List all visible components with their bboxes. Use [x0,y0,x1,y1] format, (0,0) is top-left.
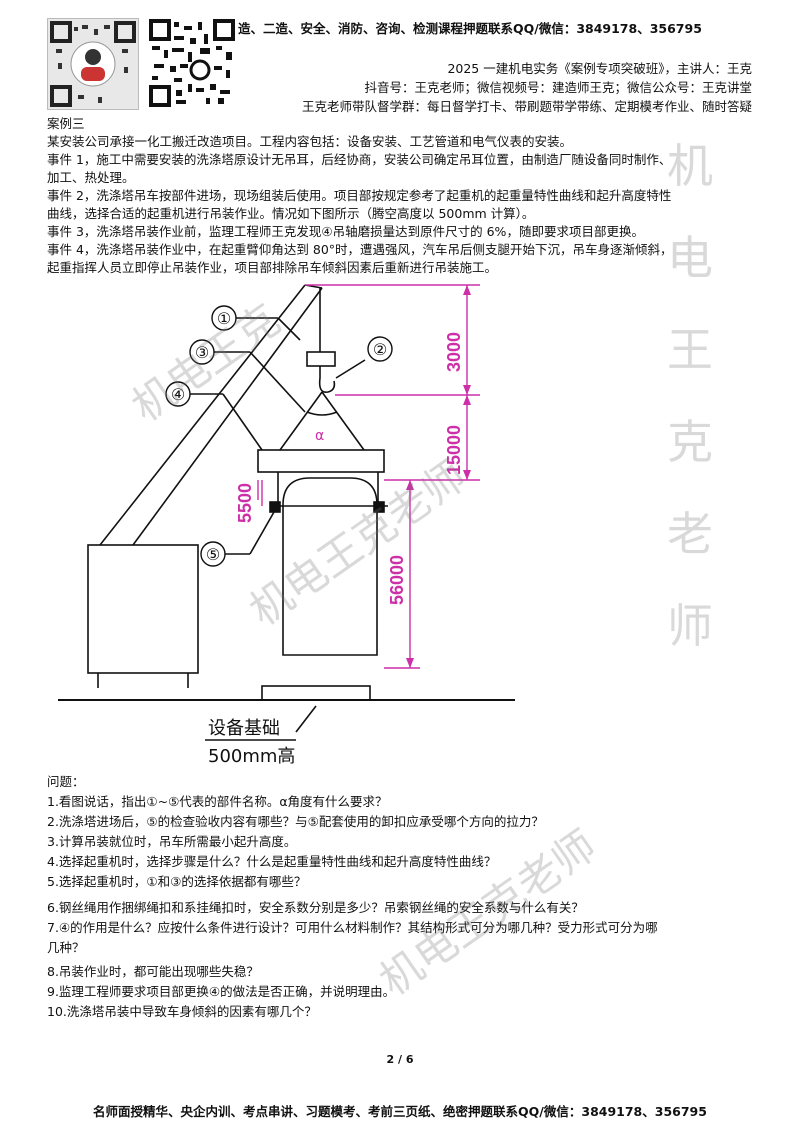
pulley-block [306,351,336,367]
qr-code-tiktok [47,18,139,110]
watermark-char: 克 [667,415,713,469]
foundation-label-line-2: 500mm高 [208,746,295,767]
label-5-circle [200,541,226,567]
lifting-lug-left [269,501,281,513]
foundation-label-line-1: 设备基础 [208,718,280,739]
header-course-line: 2025 一建机电实务《案例专项突破班》，主讲人：王克 [447,61,752,76]
event-4-line-2: 起重指挥人员立即停止吊装作业，项目部排除吊车倾斜因素后重新进行吊装施工。 [47,260,498,275]
label-2: ② [373,340,387,359]
dim-3000: 3000 [444,332,464,372]
case-title: 案例三 [47,116,85,131]
label-2-circle [367,336,393,362]
hook [318,366,336,394]
equipment-foundation [261,685,371,701]
watermark-char: 师 [667,599,713,653]
crane-body [87,544,199,674]
label-5: ⑤ [206,545,220,564]
event-1-line-2: 加工、热处理。 [47,170,135,185]
page-number: 2 / 6 [386,1053,414,1066]
lifting-lug-right [373,501,385,513]
event-4-line-1: 事件 4，洗涤塔吊装作业中，在起重臂仰角达到 80°时，遭遇强风，汽车吊后侧支腿… [47,242,673,257]
sling-right [321,391,365,451]
case-intro: 某安装公司承接一化工搬迁改造项目。工程内容包括：设备安装、工艺管道和电气仪表的安… [47,134,573,149]
event-1-line-1: 事件 1，施工中需要安装的洗涤塔原设计无吊耳，后经协商，安装公司确定吊耳位置，由… [47,152,672,167]
question-4: 4.选择起重机时，选择步骤是什么？什么是起重量特性曲线和起升高度特性曲线？ [47,854,497,869]
angle-alpha: α [315,428,324,444]
watermark-char: 王 [667,323,713,377]
question-3: 3.计算吊装就位时，吊车所需最小起升高度。 [47,834,297,849]
event-3: 事件 3，洗涤塔吊装作业前，监理工程师王克发现④吊轴磨损量达到原件尺寸的 6%，… [47,224,644,239]
dim-15000: 15000 [444,425,464,475]
label-1: ① [217,309,231,328]
sling-left [279,391,323,451]
lifting-beam [257,449,385,473]
question-8: 8.吊装作业时，都可能出现哪些失稳？ [47,964,259,979]
label-1-circle [211,305,237,331]
crane-boom [99,284,306,546]
question-7-line-1: 7.④的作用是什么？应按什么条件进行设计？可用什么材料制作？其结构形式可分为哪几… [47,920,658,935]
label-3: ③ [195,343,209,362]
label-3-circle [189,339,215,365]
watermark-char: 机 [667,139,713,193]
question-2: 2.洗涤塔进场后，⑤的检查验收内容有哪些？与⑤配套使用的卸扣应承受哪个方向的拉力… [47,814,544,829]
question-10: 10.洗涤塔吊装中导致车身倾斜的因素有哪几个？ [47,1004,317,1019]
watermark-char: 老 [667,507,713,561]
footer-line: 名师面授精华、央企内训、考点串讲、习题模考、考前三页纸、绝密押题联系QQ/微信：… [93,1104,707,1119]
event-2-line-2: 曲线，选择合适的起重机进行吊装作业。情况如下图所示（腾空高度以 500mm 计算… [47,206,535,221]
question-9: 9.监理工程师要求项目部更换④的做法是否正确，并说明理由。 [47,984,396,999]
question-7-line-2: 几种？ [47,940,85,955]
watermark-char: 电 [667,231,713,285]
crane-lifting-diagram: ① ② ③ ④ ⑤ α 3000 15000 5500 56000 设备基础 5… [58,284,515,767]
header-social-line: 抖音号：王克老师；微信视频号：建造师王克；微信公众号：王克讲堂 [364,80,752,95]
dim-5500: 5500 [235,483,255,523]
label-4: ④ [171,385,185,404]
question-5: 5.选择起重机时，①和③的选择依据都有哪些？ [47,874,307,889]
qr-code-wechat [148,18,236,108]
question-6: 6.钢丝绳用作捆绑绳扣和系挂绳扣时，安全系数分别是多少？吊索钢丝绳的安全系数与什… [47,900,584,915]
header-group-line: 王克老师带队督学群：每日督学打卡、带刷题带学带练、定期模考作业、随时答疑 [301,99,752,114]
header-contact-line: 造、二造、安全、消防、咨询、检测课程押题联系QQ/微信：3849178、3567… [238,21,702,36]
dim-56000: 56000 [387,555,407,605]
question-1: 1.看图说话，指出①~⑤代表的部件名称。α角度有什么要求？ [47,794,388,809]
watermark-vertical: 机 电 王 克 老 师 [660,120,720,672]
washing-tower [282,477,378,656]
event-2-line-1: 事件 2，洗涤塔吊车按部件进场，现场组装后使用。项目部按规定参考了起重机的起重量… [47,188,672,203]
label-4-circle [165,381,191,407]
questions-heading: 问题： [47,774,85,789]
